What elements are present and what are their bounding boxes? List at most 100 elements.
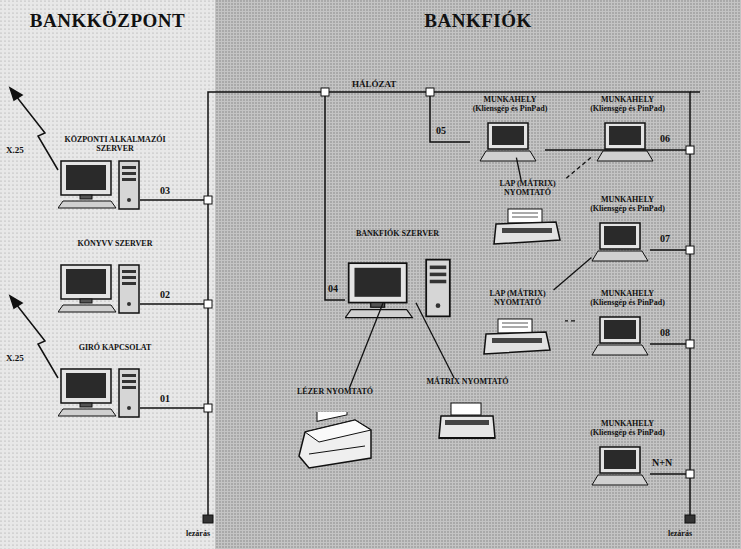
printer-box: LAP (MÁTRIX) NYOMTATÓ [480,180,575,242]
workstation-box: MUNKAHELY(Kliensgép és PinPad) [575,290,680,352]
callout-number: 05 [436,126,446,136]
drawing-part [16,304,58,378]
drawing-part [650,473,690,475]
callout-number: 06 [660,134,670,144]
callout-number: 08 [660,328,670,338]
connector [554,258,592,290]
drawing-part [119,161,139,209]
callout-number: 04 [328,284,338,294]
drawing-part [119,369,139,417]
callout-number: N+N [652,458,672,468]
node-label: MUNKAHELY [575,196,680,205]
printer-box: LÉZER NYOMTATÓ [285,388,385,461]
drawing-part [592,223,648,261]
connector [349,303,383,388]
server-box: BANKFIÓK SZERVER [335,230,460,303]
panel-heading: BANKFIÓK [215,0,741,32]
link-label: X.25 [6,354,24,363]
drawing-part [299,403,371,468]
link-label: X.25 [6,146,24,155]
printers [299,209,560,468]
x25-links [10,88,58,378]
drawing-part [480,123,536,161]
drawing-part [426,88,434,96]
bus-terminals [203,88,695,523]
callout-number: 03 [160,186,170,196]
workstation-box: MUNKAHELY(Kliensgép és PinPad) [455,96,565,158]
drawing-part [208,92,690,515]
drawing-part [16,96,58,170]
network-bus [140,92,700,515]
drawing-part [430,92,470,142]
drawing-part [203,515,213,523]
workstation-box: MUNKAHELY(Kliensgép és PinPad) [575,420,680,482]
node-label: (Kliensgép és PinPad) [575,105,680,114]
drawing-part [140,199,208,201]
drawing-part [592,317,648,355]
callout-number: 07 [660,234,670,244]
drawing-part [325,92,345,300]
drawing-part [58,161,116,208]
node-label: (Kliensgép és PinPad) [455,105,565,114]
center-panel [0,0,215,549]
computers [58,161,450,417]
node-label: BANKFIÓK SZERVER [335,230,460,239]
node-label: (Kliensgép és PinPad) [575,299,680,308]
server-box: KÖZPONTI ALKALMAZÓI SZERVER [45,136,185,208]
drawing-part [650,249,690,251]
drawing-part [10,88,22,100]
terminator-label: lezárás [668,530,692,538]
branch-panel [215,0,741,549]
drawing-part [592,447,648,485]
drawing-part [204,404,212,412]
node-label: KÖNYVV SZERVER [45,240,185,249]
terminator-label: lezárás [186,530,210,538]
drawing-part [686,340,694,348]
drawing-part [685,515,695,523]
center-panel: BANKKÖZPONT KÖZPONTI ALKALMAZÓI SZERVER KÖ… [0,0,215,549]
drawing-part [690,91,700,93]
connector [516,158,521,180]
node-label: LAP (MÁTRIX) NYOMTATÓ [480,180,575,198]
network-label: HÁLÓZAT [352,80,396,89]
node-label: MUNKAHELY [575,290,680,299]
node-label: GIRÓ KAPCSOLAT [45,344,185,353]
node-label: MUNKAHELY [575,96,680,105]
connector [416,303,454,378]
node-label: MUNKAHELY [575,420,680,429]
node-label: MUNKAHELY [455,96,565,105]
node-label: MÁTRIX NYOMTATÓ [420,378,515,387]
node-label: (Kliensgép és PinPad) [575,205,680,214]
drawing-part [686,146,694,154]
connector [564,158,591,180]
workstation-box: MUNKAHELY(Kliensgép és PinPad) [575,96,680,158]
drawing-part [650,343,690,345]
drawing-part [10,296,22,308]
drawing-part [484,319,550,354]
drawing-part [204,300,212,308]
drawing-part [686,470,694,478]
callout-number: 02 [160,290,170,300]
node-label: LÉZER NYOMTATÓ [285,388,385,397]
drawing-part [204,196,212,204]
drawing-part [140,303,208,305]
drawing-part [494,209,560,244]
drawing-part [58,369,116,416]
drawing-part [426,260,450,317]
workstation-box: MUNKAHELY(Kliensgép és PinPad) [575,196,680,258]
node-label: (Kliensgép és PinPad) [575,429,680,438]
drawing-part [345,263,412,318]
panel-heading: BANKKÖZPONT [0,0,215,32]
drawing-part [140,407,208,409]
drawing-part [686,246,694,254]
callout-number: 01 [160,394,170,404]
drawing-part [321,88,329,96]
printer-box: MÁTRIX NYOMTATÓ [420,378,515,431]
printer-box: LAP (MÁTRIX) NYOMTATÓ [470,290,565,352]
node-label: KÖZPONTI ALKALMAZÓI SZERVER [45,136,185,154]
drawing-part [597,123,653,161]
node-label: LAP (MÁTRIX) NYOMTATÓ [470,290,565,308]
connector [565,320,575,321]
drawing-part [119,265,139,313]
drawing-part [439,403,495,438]
